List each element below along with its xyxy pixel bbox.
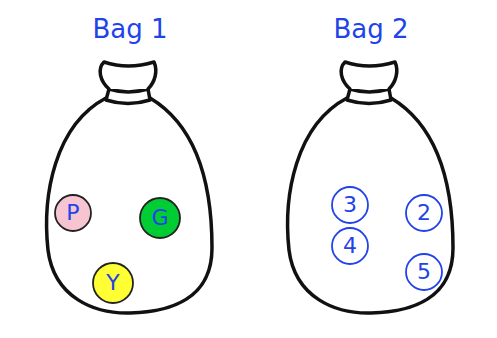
bag-title: Bag 2	[271, 0, 471, 44]
ball-label: 4	[343, 233, 357, 259]
ball: 2	[404, 193, 444, 233]
ball-label-holder: 4	[330, 226, 370, 266]
ball-label: P	[66, 200, 79, 226]
bag: Bag 1 P G Y	[30, 0, 230, 330]
ball: P	[53, 193, 93, 233]
ball-shape	[406, 195, 442, 231]
ball-label-holder: G	[138, 196, 182, 240]
ball-shape	[332, 228, 368, 264]
ball-label: 5	[417, 259, 431, 285]
bag-line	[47, 98, 212, 313]
bag-line	[347, 89, 391, 104]
bag: Bag 2 3 2 4 5	[271, 0, 471, 330]
bag-title: Bag 1	[30, 0, 230, 44]
ball-shape	[93, 263, 133, 303]
ball-label-holder: P	[53, 193, 93, 233]
ball-label-holder: 3	[330, 185, 370, 225]
ball-label-holder: Y	[91, 261, 135, 305]
ball-shape	[140, 198, 180, 238]
ball-shape	[406, 254, 442, 290]
ball: G	[138, 196, 182, 240]
ball: 4	[330, 226, 370, 266]
ball-label: 3	[343, 192, 357, 218]
ball-label: Y	[106, 270, 119, 296]
ball-label-holder: 2	[404, 193, 444, 233]
bag-line	[341, 62, 397, 89]
bag-line	[106, 89, 150, 104]
ball-shape	[332, 187, 368, 223]
ball-label: G	[151, 205, 168, 231]
ball-shape	[55, 195, 91, 231]
ball: 5	[404, 252, 444, 292]
ball-label-holder: 5	[404, 252, 444, 292]
bag-line	[100, 62, 156, 89]
bag-line	[288, 98, 453, 313]
ball-label: 2	[417, 200, 431, 226]
ball: Y	[91, 261, 135, 305]
bag-outline	[271, 0, 471, 330]
ball: 3	[330, 185, 370, 225]
